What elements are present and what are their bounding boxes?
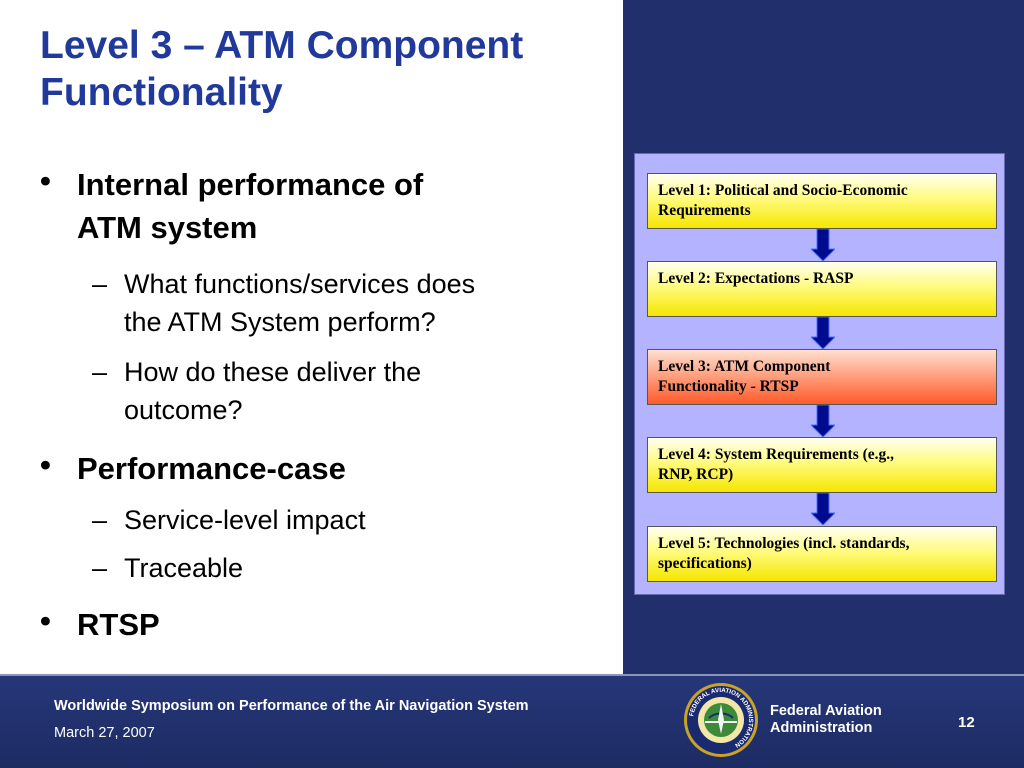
level-5-line1: Level 5: Technologies (incl. standards,	[658, 535, 910, 552]
level-5-line2: specifications)	[658, 555, 752, 572]
sub-bullet-marker: –	[92, 505, 108, 535]
footer-date: March 27, 2007	[54, 725, 155, 741]
bullet-marker: •	[40, 603, 51, 638]
bullet-line: ATM system	[77, 210, 258, 245]
faa-seal-icon: FEDERAL AVIATION ADMINISTRATION	[684, 683, 758, 757]
sub-bullet-line: outcome?	[124, 395, 243, 425]
footer-event-title: Worldwide Symposium on Performance of th…	[54, 698, 529, 714]
slide-title: Level 3 – ATM Component Functionality	[40, 22, 620, 116]
level-4-box: Level 4: System Requirements (e.g., RNP,…	[647, 437, 997, 493]
bullet-marker: •	[40, 447, 51, 482]
bullet-line: Performance-case	[77, 451, 346, 486]
level-5-box: Level 5: Technologies (incl. standards, …	[647, 526, 997, 582]
sub-bullet-line: What functions/services does	[124, 269, 476, 299]
bullet-line: Internal performance of	[77, 167, 424, 202]
sub-bullet-marker: –	[92, 357, 108, 387]
level-1-line2: Requirements	[658, 202, 751, 219]
level-2-line1: Level 2: Expectations - RASP	[658, 270, 854, 287]
agency-name-line2: Administration	[770, 720, 873, 736]
slide-title-line2: Functionality	[40, 71, 283, 114]
level-1-line1: Level 1: Political and Socio-Economic	[658, 182, 908, 199]
sub-bullet-marker: –	[92, 269, 108, 299]
sub-bullet-line: How do these deliver the	[124, 357, 422, 387]
level-3-line1: Level 3: ATM Component	[658, 358, 831, 375]
agency-name: Federal Aviation Administration	[770, 703, 920, 737]
level-hierarchy-diagram: Level 1: Political and Socio-Economic Re…	[634, 153, 1005, 595]
level-2-box: Level 2: Expectations - RASP	[647, 261, 997, 317]
down-arrow-icon	[811, 493, 835, 525]
sub-bullet-line: Service-level impact	[124, 505, 366, 535]
slide-page-number: 12	[958, 714, 975, 731]
footer-divider	[0, 674, 1024, 676]
level-3-box: Level 3: ATM Component Functionality - R…	[647, 349, 997, 405]
level-4-line2: RNP, RCP)	[658, 466, 734, 483]
bullet-line: RTSP	[77, 607, 160, 642]
bullet-marker: •	[40, 163, 51, 198]
down-arrow-icon	[811, 229, 835, 261]
level-1-box: Level 1: Political and Socio-Economic Re…	[647, 173, 997, 229]
down-arrow-icon	[811, 405, 835, 437]
slide-title-line1: Level 3 – ATM Component	[40, 24, 524, 67]
sub-bullet-marker: –	[92, 553, 108, 583]
down-arrow-icon	[811, 317, 835, 349]
footer-bar	[0, 676, 1024, 768]
level-4-line1: Level 4: System Requirements (e.g.,	[658, 446, 895, 463]
level-3-line2: Functionality - RTSP	[658, 378, 799, 395]
sub-bullet-line: Traceable	[124, 553, 244, 583]
sub-bullet-line: the ATM System perform?	[124, 307, 436, 337]
agency-name-line1: Federal Aviation	[770, 703, 882, 719]
